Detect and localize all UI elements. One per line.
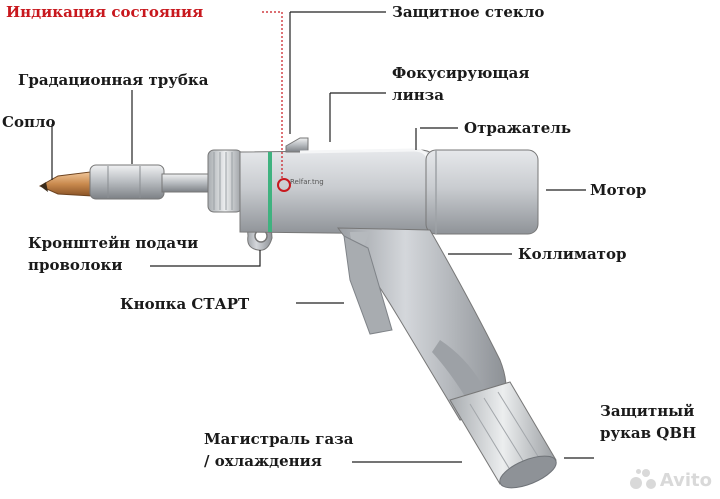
gradation-tube-shape xyxy=(89,164,211,200)
motor-label: Мотор xyxy=(590,181,647,199)
indicator-band xyxy=(268,152,272,232)
leader-lines xyxy=(51,11,594,463)
qbh-line-1: Защитный xyxy=(600,402,695,420)
reflector-label: Отражатель xyxy=(464,119,572,137)
status-indication-label: Индикация состояния xyxy=(6,3,204,21)
avito-dots-icon xyxy=(629,469,656,491)
wire-feed-label: Кронштейн подачи проволоки xyxy=(28,232,198,276)
protective-glass-label: Защитное стекло xyxy=(392,3,545,21)
avito-watermark: Avito xyxy=(629,469,712,491)
status-leader xyxy=(262,11,283,178)
collimator-label: Коллиматор xyxy=(518,245,627,263)
avito-watermark-text: Avito xyxy=(659,469,712,491)
start-button-label: Кнопка СТАРТ xyxy=(120,295,250,313)
nozzle-label: Сопло xyxy=(2,113,56,131)
focusing-lens-line-1: Фокусирующая xyxy=(392,64,530,82)
gas-line-line-1: Магистраль газа xyxy=(204,430,354,448)
qbh-sleeve-label: Защитный рукав QBH xyxy=(600,400,696,444)
handle-shape xyxy=(336,227,507,421)
motor-box-shape xyxy=(425,149,539,235)
wire-feed-line-1: Кронштейн подачи xyxy=(28,234,199,252)
gas-line-label: Магистраль газа / охлаждения xyxy=(204,428,353,472)
gradation-tube-label: Градационная трубка xyxy=(18,71,209,89)
knurled-ring-shape xyxy=(207,149,243,213)
gun-engraving: Relfar.tng xyxy=(290,178,324,186)
qbh-line-2: рукав QBH xyxy=(600,424,697,442)
wire-feed-line-2: проволоки xyxy=(28,256,123,274)
qbh-sleeve-shape xyxy=(449,381,557,489)
status-led xyxy=(277,178,291,192)
focusing-lens-label: Фокусирующая линза xyxy=(392,62,529,106)
nozzle-shape xyxy=(38,171,93,197)
gas-line-line-2: / охлаждения xyxy=(204,452,322,470)
focusing-lens-line-2: линза xyxy=(392,86,444,104)
